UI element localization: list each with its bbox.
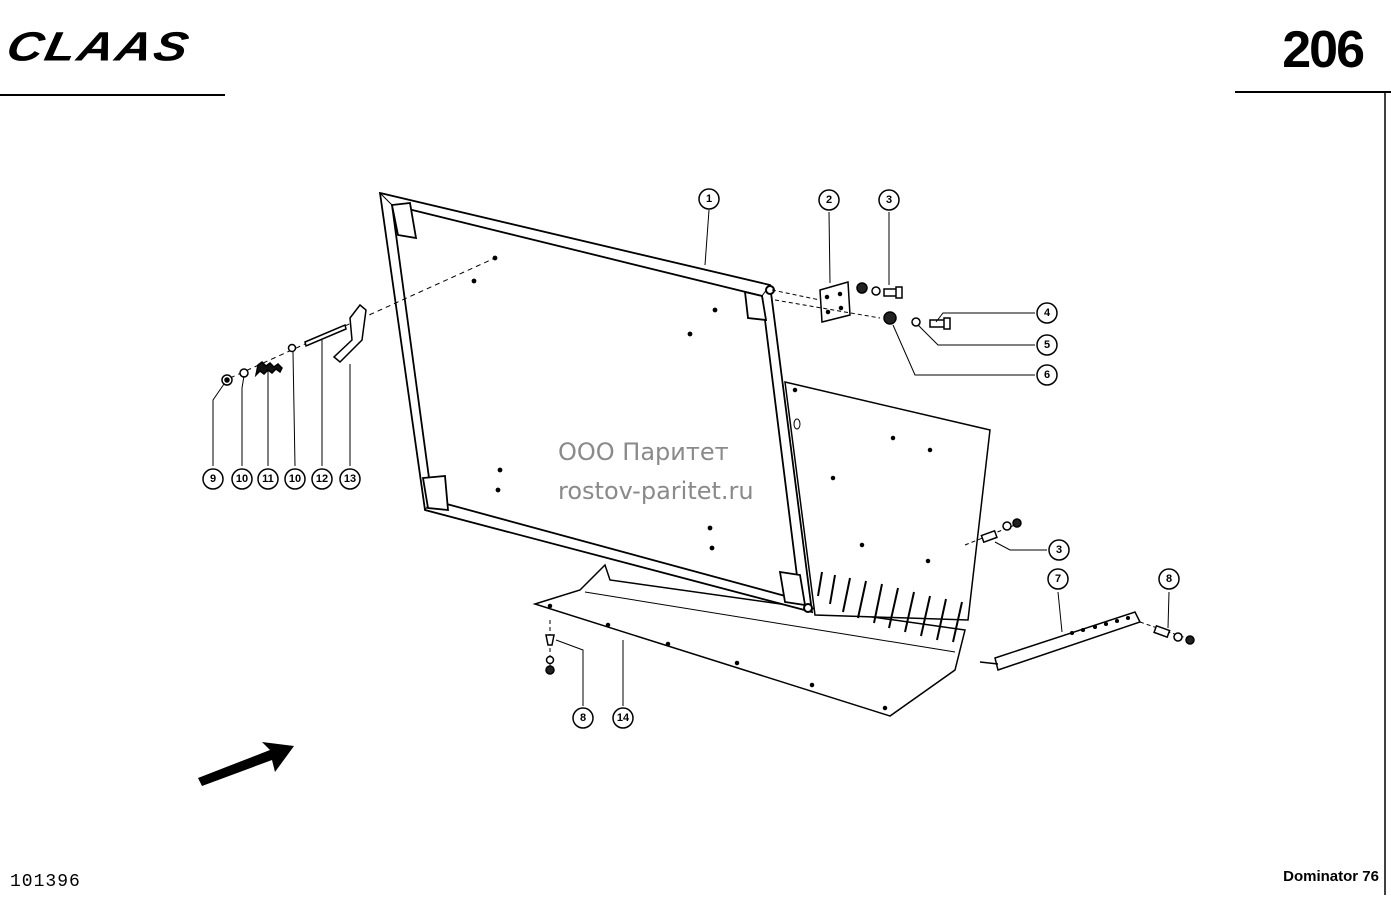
- callout-label: 14: [617, 712, 630, 724]
- lower-right-fasteners: [964, 518, 1022, 546]
- callout-circle-6: [1036, 364, 1058, 386]
- callout-circle-3a: [878, 189, 900, 211]
- callout-label: 13: [344, 473, 356, 485]
- callout-label: 9: [210, 473, 216, 485]
- callout-circle-4: [1036, 302, 1058, 324]
- callout-circle-13: [339, 468, 361, 490]
- callout-label: 2: [826, 194, 832, 206]
- callout-label: 8: [580, 712, 586, 724]
- callout-label: 5: [1044, 339, 1050, 351]
- callout-label: 10: [236, 473, 248, 485]
- frame-panel-part-1: [378, 191, 814, 614]
- callout-circle-8a: [1158, 568, 1180, 590]
- watermark-company: ООО Паритет: [558, 438, 729, 466]
- callout-circle-14: [612, 707, 634, 729]
- hinge-plate-part-2: [819, 281, 851, 323]
- callout-circle-10b: [284, 468, 306, 490]
- leader-lines: [212, 209, 1170, 706]
- callout-circle-12: [311, 468, 333, 490]
- callout-circle-10a: [231, 468, 253, 490]
- callout-label: 11: [262, 473, 274, 485]
- callout-circles: [202, 188, 1180, 729]
- drawing-number: 101396: [10, 872, 81, 892]
- callout-label: 7: [1055, 573, 1061, 585]
- callout-label: 4: [1044, 307, 1051, 319]
- direction-arrow: [198, 742, 294, 786]
- strip-part-7: [979, 611, 1195, 671]
- callout-circle-2: [818, 189, 840, 211]
- callout-circle-8b: [572, 707, 594, 729]
- callout-circle-9: [202, 468, 224, 490]
- callout-circle-11: [257, 468, 279, 490]
- watermark-website: rostov-paritet.ru: [558, 477, 754, 505]
- callout-circle-3b: [1048, 539, 1070, 561]
- callout-label: 1: [706, 193, 712, 205]
- callout-label: 12: [316, 473, 328, 485]
- rear-panel: [784, 381, 991, 643]
- callout-label: 8: [1166, 573, 1172, 585]
- callout-circle-1: [698, 188, 720, 210]
- callout-label: 6: [1044, 369, 1050, 381]
- model-name: Dominator 76: [1283, 868, 1379, 885]
- callout-label: 10: [289, 473, 301, 485]
- callout-circle-7: [1047, 568, 1069, 590]
- upper-fasteners: [771, 282, 951, 330]
- bottom-plate-part-14: [532, 563, 966, 717]
- callout-label: 3: [1056, 544, 1062, 556]
- bottom-bolt-part-8: [545, 620, 555, 676]
- callout-label: 3: [886, 194, 892, 206]
- callout-circle-5: [1036, 334, 1058, 356]
- page-number: 206: [1282, 21, 1365, 79]
